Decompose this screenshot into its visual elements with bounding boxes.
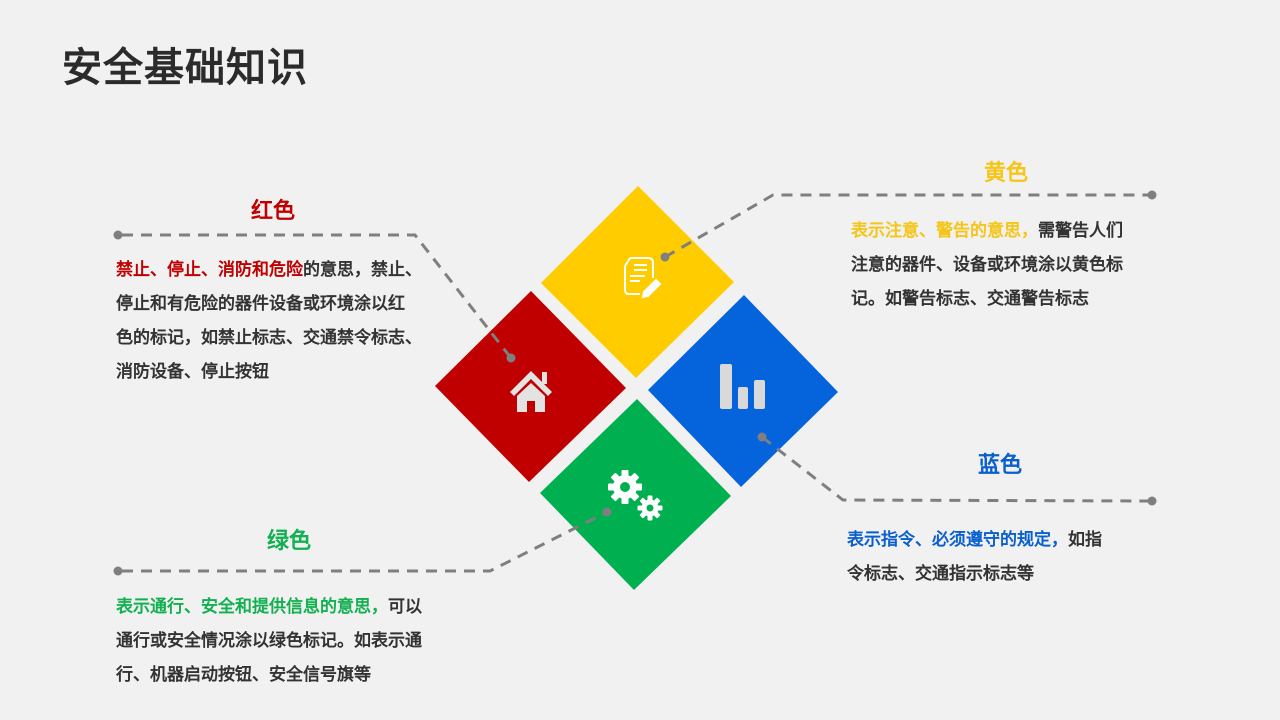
red-line-start-dot	[113, 230, 123, 240]
blue-description-line-1: 表示指令、必须遵守的规定，如指	[847, 530, 1102, 550]
blue-heading: 蓝色	[977, 453, 1022, 478]
green-description: 表示通行、安全和提供信息的意思，可以 通行或安全情况涂以绿色标记。如表示通 行、…	[116, 590, 476, 692]
blue-line-end-dot	[1147, 496, 1157, 506]
green-connector-line	[122, 510, 608, 573]
green-line-end-dot	[602, 507, 612, 517]
green-description-line-3: 行、机器启动按钮、安全信号旗等	[116, 665, 371, 685]
document-edit-icon	[624, 257, 662, 299]
page-title: 安全基础知识	[62, 45, 308, 91]
yellow-description: 表示注意、警告的意思，需警告人们 注意的器件、设备或环境涂以黄色标 记。如警告标…	[851, 214, 1171, 316]
blue-connector-line	[761, 435, 1149, 503]
red-description-line-1: 禁止、停止、消防和危险的意思，禁止、	[116, 260, 422, 280]
red-heading: 红色	[250, 199, 295, 224]
blue-line-start-dot	[757, 432, 767, 442]
red-description-line-4: 消防设备、停止按钮	[116, 362, 269, 382]
blue-highlight: 表示指令、必须遵守的规定，	[847, 530, 1068, 550]
green-description-line-2: 通行或安全情况涂以绿色标记。如表示通	[116, 631, 422, 651]
gears-icon	[608, 470, 663, 521]
yellow-heading: 黄色	[983, 161, 1028, 186]
yellow-description-line-3: 记。如警告标志、交通警告标志	[851, 289, 1089, 309]
red-description: 禁止、停止、消防和危险的意思，禁止、 停止和有危险的器件设备或环境涂以红 色的标…	[116, 253, 446, 389]
green-description-line-1: 表示通行、安全和提供信息的意思，可以	[116, 597, 422, 617]
home-icon	[510, 371, 552, 412]
red-description-line-3: 色的标记，如禁止标志、交通禁令标志、	[116, 328, 422, 348]
blue-description-line-2: 令标志、交通指示标志等	[847, 564, 1034, 584]
blue-description: 表示指令、必须遵守的规定，如指 令标志、交通指示标志等	[847, 523, 1167, 591]
yellow-description-line-2: 注意的器件、设备或环境涂以黄色标	[851, 255, 1123, 275]
green-line-start-dot	[113, 566, 123, 576]
yellow-line-end-dot	[1147, 190, 1157, 200]
yellow-highlight: 表示注意、警告的意思，	[851, 221, 1038, 241]
red-line-end-dot	[506, 353, 516, 363]
green-highlight: 表示通行、安全和提供信息的意思，	[116, 597, 388, 617]
green-heading: 绿色	[266, 529, 311, 554]
red-description-line-2: 停止和有危险的器件设备或环境涂以红	[116, 294, 405, 314]
red-highlight: 禁止、停止、消防和危险	[116, 260, 303, 280]
yellow-description-line-1: 表示注意、警告的意思，需警告人们	[851, 221, 1123, 241]
bar-chart-icon	[720, 364, 765, 409]
yellow-line-start-dot	[660, 252, 670, 262]
yellow-connector-line	[664, 193, 1148, 259]
red-connector-line	[122, 233, 513, 359]
